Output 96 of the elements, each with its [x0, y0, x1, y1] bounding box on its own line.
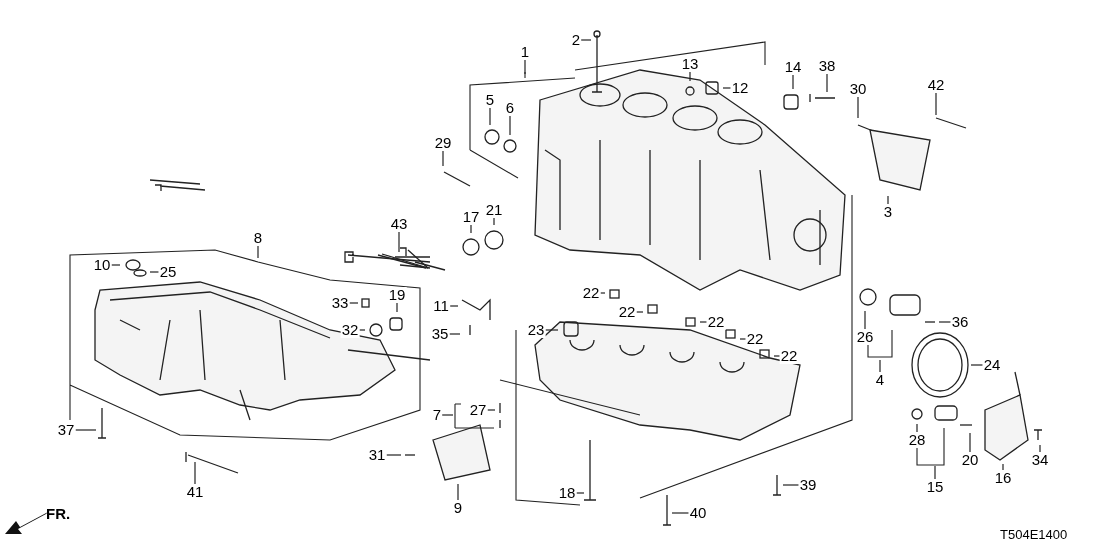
- callout-number: 12: [730, 80, 750, 96]
- leader-line: [358, 329, 366, 331]
- leader-line: [689, 71, 691, 82]
- callout-number: 20: [960, 452, 980, 468]
- callout-number: 2: [570, 32, 582, 48]
- callout-number: 16: [993, 470, 1013, 486]
- callout-number: 22: [617, 304, 637, 320]
- callout-number: 9: [452, 500, 464, 516]
- callout-number: 8: [252, 230, 264, 246]
- callout-number: 21: [484, 202, 504, 218]
- leader-line: [970, 364, 984, 366]
- leader-line: [348, 302, 359, 304]
- callout-number: 6: [504, 100, 516, 116]
- leader-line: [671, 512, 690, 514]
- leader-line: [74, 429, 97, 431]
- callout-number: 10: [92, 257, 112, 273]
- callout-number: 37: [56, 422, 76, 438]
- leader-line: [396, 302, 398, 313]
- leader-line: [699, 321, 708, 323]
- leader-line: [1002, 463, 1004, 471]
- leader-line: [599, 292, 606, 294]
- callout-number: 7: [431, 407, 443, 423]
- callout-number: 29: [433, 135, 453, 151]
- callout-number: 41: [185, 484, 205, 500]
- callout-number: 19: [387, 287, 407, 303]
- leader-line: [739, 338, 747, 340]
- leader-line: [194, 461, 196, 485]
- leader-line: [782, 484, 800, 486]
- leader-line: [1039, 444, 1041, 453]
- leader-line: [524, 59, 526, 75]
- leader-line: [470, 224, 472, 234]
- leader-line: [635, 311, 644, 313]
- drawing-code: T504E1400: [1000, 527, 1068, 542]
- callout-number: 40: [688, 505, 708, 521]
- callout-number: 15: [925, 479, 945, 495]
- leader-line: [441, 414, 454, 416]
- callout-number: 18: [557, 485, 577, 501]
- callout-number: 38: [817, 58, 837, 74]
- leader-line: [826, 73, 828, 93]
- leader-line: [575, 492, 585, 494]
- leader-line: [879, 359, 881, 373]
- callout-number: 27: [468, 402, 488, 418]
- leader-line: [580, 39, 592, 41]
- leader-line: [773, 355, 781, 357]
- callout-number: 22: [779, 348, 799, 364]
- leader-line: [887, 195, 889, 205]
- callout-number: 26: [855, 329, 875, 345]
- leader-line: [149, 271, 160, 273]
- leader-line: [509, 115, 511, 136]
- leader-line: [969, 432, 971, 453]
- callout-number: 35: [430, 326, 450, 342]
- callout-number: 31: [367, 447, 387, 463]
- callout-number: 42: [926, 77, 946, 93]
- leader-line: [257, 245, 259, 259]
- callout-number: 17: [461, 209, 481, 225]
- callout-number: 4: [874, 372, 886, 388]
- callout-number: 36: [950, 314, 970, 330]
- callout-number: 5: [484, 92, 496, 108]
- leader-line: [457, 483, 459, 501]
- leader-line: [442, 150, 444, 167]
- callout-number: 13: [680, 56, 700, 72]
- callout-number: 22: [745, 331, 765, 347]
- leader-line: [110, 264, 121, 266]
- callout-number: 34: [1030, 452, 1050, 468]
- callout-number: 1: [519, 44, 531, 60]
- leader-line: [489, 107, 491, 126]
- leader-line: [864, 310, 866, 330]
- leader-line: [398, 231, 400, 253]
- leader-line: [916, 423, 918, 433]
- callout-number: 24: [982, 357, 1002, 373]
- leader-line: [857, 96, 859, 119]
- leader-line: [722, 87, 732, 89]
- callout-number: 43: [389, 216, 409, 232]
- leader-line: [544, 329, 559, 331]
- callout-number: 22: [581, 285, 601, 301]
- leader-line: [486, 409, 496, 411]
- callout-number: 11: [432, 298, 450, 314]
- leader-line: [448, 333, 461, 335]
- leader-line: [385, 454, 402, 456]
- callout-number: 28: [907, 432, 927, 448]
- leader-line: [938, 321, 952, 323]
- callout-number: 33: [330, 295, 350, 311]
- leader-line: [449, 305, 459, 307]
- leader-line: [792, 74, 794, 90]
- leader-line: [934, 465, 936, 480]
- callout-number: 22: [706, 314, 726, 330]
- leader-line: [493, 217, 495, 226]
- callout-number: 30: [848, 81, 868, 97]
- callout-number: 23: [526, 322, 546, 338]
- callout-number: 39: [798, 477, 818, 493]
- leader-line: [935, 92, 937, 116]
- callout-number: 14: [783, 59, 803, 75]
- callout-number: 25: [158, 264, 178, 280]
- callout-number: 32: [340, 322, 360, 338]
- callout-number: 3: [882, 204, 894, 220]
- front-direction-label: FR.: [46, 505, 71, 522]
